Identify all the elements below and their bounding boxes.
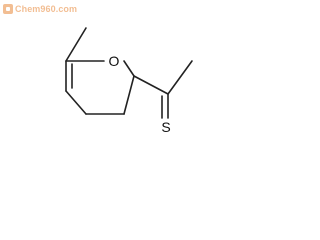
watermark: Chem960.com — [3, 3, 77, 15]
atom-label-oxygen: O — [109, 53, 120, 69]
bond-c4-c5 — [65, 90, 87, 115]
bond-o1-c2 — [123, 60, 135, 77]
bond-cthio-methyl — [167, 60, 193, 95]
bond-methyl-c6 — [65, 27, 87, 62]
watermark-text: Chem960.com — [15, 4, 78, 14]
chem960-logo-icon — [3, 4, 13, 14]
atom-label-sulfur: S — [161, 119, 170, 135]
bond-c2-cthio — [133, 75, 169, 95]
structure-diagram: O S — [65, 27, 193, 135]
bond-c2-c3 — [123, 75, 135, 115]
